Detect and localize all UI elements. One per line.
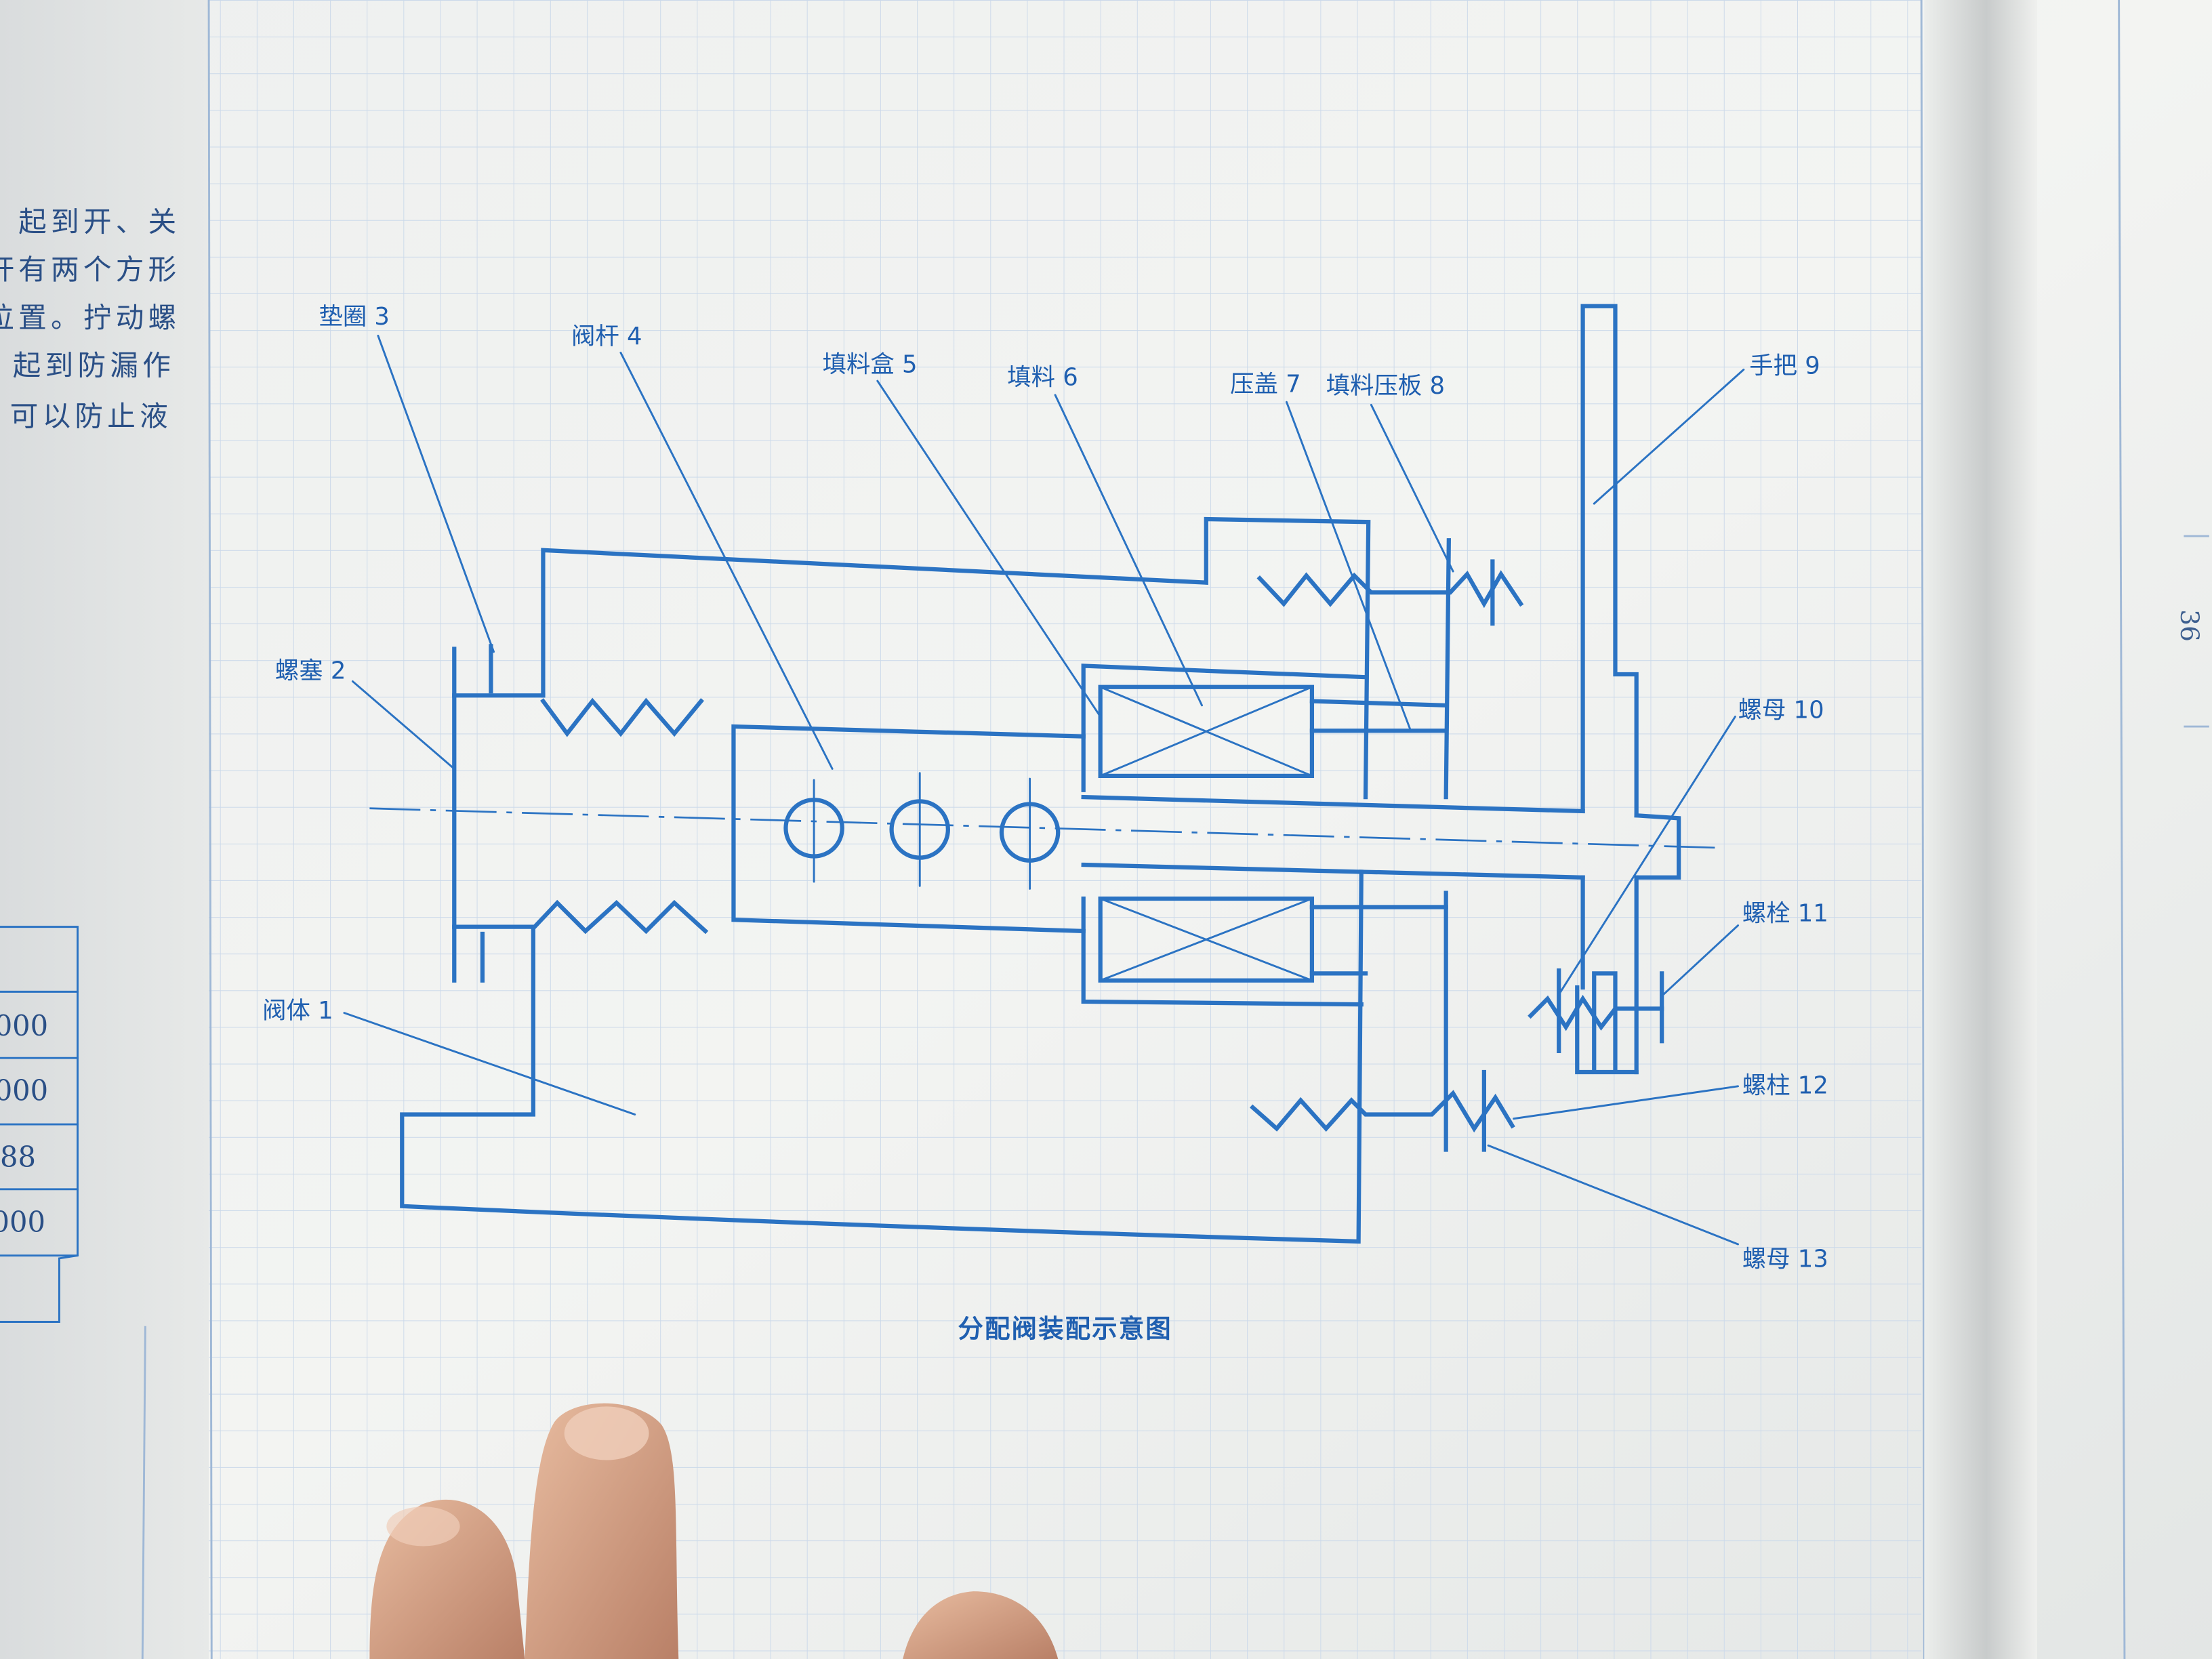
table-cell: 000 [0, 1009, 48, 1042]
table-cell: 000 [0, 1074, 48, 1107]
table-cell: 000 [0, 1205, 45, 1238]
label-gland: 压盖 7 [1230, 371, 1301, 398]
left-text-line: 起到防漏作 [13, 349, 175, 382]
gland-upper [1309, 699, 1448, 733]
left-text-line: 位置。拧动螺 [0, 301, 180, 334]
left-page-border [207, 0, 213, 1659]
label-nut-13: 螺母 13 [1742, 1245, 1828, 1273]
finger-right [903, 1591, 1059, 1659]
valve-stem [731, 724, 1086, 934]
thread-lower [530, 899, 709, 935]
stud-lower [1250, 1090, 1515, 1133]
leader-packing-box [876, 380, 1102, 718]
packing-box-upper [1081, 663, 1368, 792]
diagram-caption: 分配阀装配示意图 [958, 1313, 1172, 1343]
finger-index [525, 1403, 679, 1659]
valve-body-upper [541, 516, 1371, 800]
label-body: 阀体 1 [262, 997, 333, 1025]
left-text-line: 起到开、关 [18, 205, 180, 238]
gland-lower [1309, 905, 1448, 976]
page-number: 36 [2175, 609, 2205, 642]
table-border [0, 926, 79, 1323]
left-page [0, 0, 209, 1659]
label-stud: 螺柱 12 [1742, 1071, 1828, 1099]
left-page-content: 起到开、关 杆有两个方形 位置。拧动螺 起到防漏作 3 可以防止液 000 00… [0, 205, 180, 1323]
label-bolt: 螺栓 11 [1742, 899, 1828, 927]
fingers [369, 1403, 1059, 1659]
label-stem: 阀杆 4 [571, 323, 642, 350]
main-page-right-border [1920, 0, 1925, 1659]
label-packing-box: 填料盒 5 [823, 351, 918, 379]
packing-plate-upper [1443, 538, 1451, 800]
shaft-top [1081, 794, 1585, 814]
leader-bolt [1660, 924, 1740, 998]
handle-lower [1580, 875, 1639, 1075]
table-cell: 88 [0, 1141, 36, 1174]
valve-assembly-diagram: 垫圈 3 阀杆 4 填料盒 5 填料 6 压盖 7 填料压板 8 手把 9 螺塞… [262, 303, 1828, 1344]
leader-washer [377, 334, 495, 653]
handle [1580, 304, 1639, 818]
left-table: 000 000 88 000 [0, 926, 79, 1323]
label-packing-plate: 填料压板 8 [1326, 372, 1445, 400]
label-handle: 手把 9 [1749, 352, 1820, 380]
bolt-thread [1528, 994, 1664, 1031]
right-page-rule [2118, 0, 2126, 1659]
stud-upper [1256, 570, 1524, 609]
leader-packing-plate [1370, 403, 1454, 573]
packing-lower [1098, 896, 1315, 983]
fingernail [564, 1406, 649, 1460]
leader-gland [1285, 401, 1412, 732]
packing-upper-cross [1099, 686, 1313, 777]
leader-stud [1513, 1085, 1740, 1120]
left-text-line: 3 可以防止液 [0, 400, 172, 433]
leader-nut-13 [1487, 1144, 1740, 1246]
valve-body-lower [400, 869, 1364, 1244]
leader-stem [619, 351, 834, 770]
leader-packing [1054, 394, 1204, 707]
page-curl-shadow [1924, 0, 2037, 1659]
leader-plug [351, 680, 455, 770]
fingernail [386, 1507, 460, 1547]
label-washer: 垫圈 3 [319, 303, 390, 331]
left-page-edge [141, 1326, 146, 1659]
label-packing: 填料 6 [1007, 363, 1078, 391]
thread-upper [540, 697, 704, 737]
label-nut-10: 螺母 10 [1738, 697, 1824, 724]
leader-body [343, 1012, 636, 1115]
shaft-end [1634, 813, 1681, 880]
label-plug: 螺塞 2 [275, 657, 346, 684]
leader-handle [1593, 368, 1745, 505]
packing-lower-cross [1099, 897, 1313, 982]
shaft-bottom [1081, 862, 1585, 880]
left-text-line: 杆有两个方形 [0, 253, 180, 286]
packing-box-lower [1081, 896, 1364, 1007]
bolt-clamp [1575, 971, 1639, 1075]
leader-nut-10 [1557, 716, 1736, 996]
